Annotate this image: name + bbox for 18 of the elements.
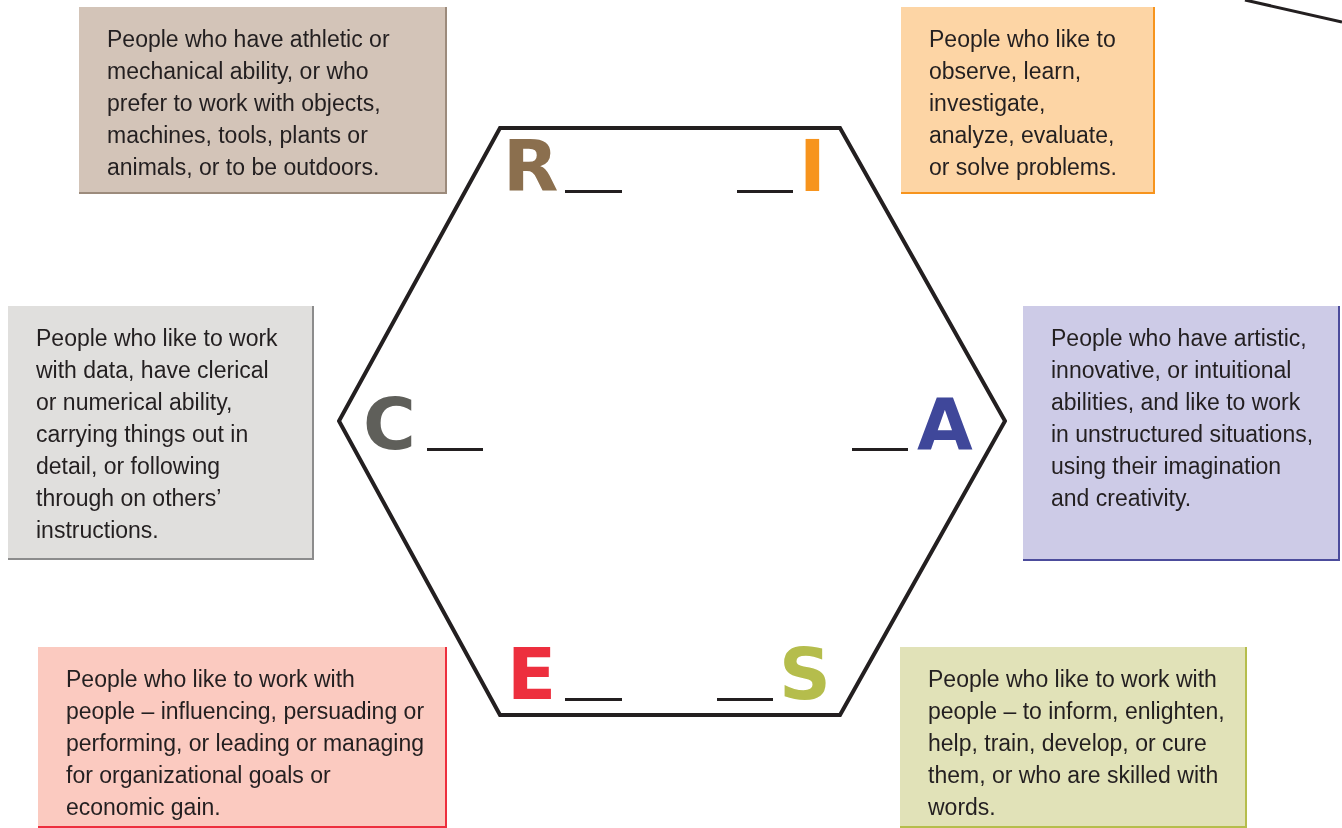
description-text: People who like to work with people – influencing, persuading or performing, or leading or managing for organizational goals or economic gain. — [66, 665, 425, 822]
description-box — [901, 7, 1155, 194]
description-text: People who have artistic, innovative, or intuitional abilities, and like to work in unstructured situations, using their imagination and creativity. — [1051, 324, 1315, 513]
description-text: People who like to work with data, have clerical or numerical ability, carrying things out in detail, or following through on others’ instructions. — [36, 324, 279, 545]
code-letter: E — [507, 638, 557, 710]
description-box — [38, 647, 447, 828]
code-letter: I — [799, 130, 826, 202]
description-box — [8, 306, 314, 560]
code-letter: S — [779, 638, 831, 710]
description-text: People who like to observe, learn, investigate, analyze, evaluate, or solve problems. — [929, 25, 1118, 182]
description-text: People who have athletic or mechanical ability, or who prefer to work with objects, machines, tools, plants or animals, or to be outdoors. — [107, 25, 391, 182]
code-letter: R — [503, 130, 559, 202]
description-box — [79, 7, 447, 194]
description-box — [900, 647, 1247, 828]
description-text: People who like to work with people – to inform, enlighten, help, train, develop, or cure them, or who are skilled with words. — [928, 665, 1225, 822]
code-letter: A — [917, 388, 973, 460]
code-letter: C — [363, 388, 416, 460]
description-box — [1023, 306, 1340, 561]
